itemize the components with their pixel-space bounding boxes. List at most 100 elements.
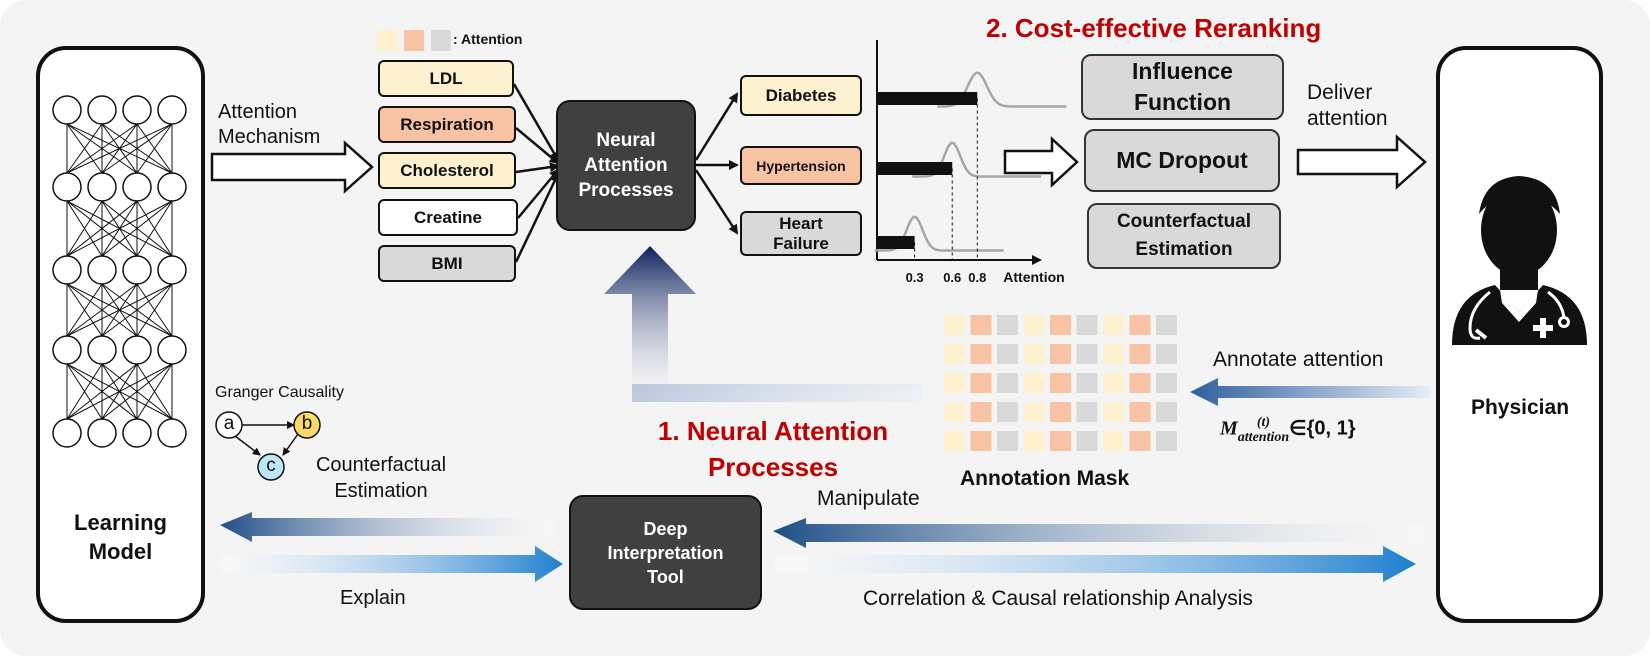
nn-node xyxy=(122,418,152,448)
edge-nap-heart-failure xyxy=(694,169,739,235)
nn-edge xyxy=(136,363,173,420)
chart-bar-2 xyxy=(877,236,915,249)
nn-edge xyxy=(66,200,103,257)
formula-sub: attention xyxy=(1237,430,1290,445)
mask-cell xyxy=(944,402,965,422)
nn-node xyxy=(157,95,187,125)
mask-cell xyxy=(1050,344,1071,364)
nn-node xyxy=(52,172,82,202)
nn-edge xyxy=(136,283,173,337)
mask-cell xyxy=(1156,431,1177,451)
mask-cell xyxy=(1076,402,1098,422)
nn-node xyxy=(52,95,82,125)
mask-cell xyxy=(1076,344,1098,364)
deliver-attention-label: Deliver attention xyxy=(1307,81,1388,130)
edge-bmi-nap xyxy=(514,172,560,263)
mask-cell xyxy=(1156,315,1177,335)
feature-box-ldl: LDL xyxy=(378,60,514,97)
granger-title: Granger Causality xyxy=(215,384,344,401)
edge-ldl-nap xyxy=(512,83,560,162)
dit-box: Deep Interpretation Tool xyxy=(569,495,762,610)
manipulate-arrow xyxy=(773,518,1425,548)
reranking-title: 2. Cost-effective Reranking xyxy=(986,13,1322,43)
nn-edge xyxy=(101,363,173,420)
mask-cell xyxy=(1103,431,1124,451)
granger-label-b: b xyxy=(301,413,313,434)
edge-a-c xyxy=(234,435,261,456)
mask-cell xyxy=(997,373,1018,393)
feature-box-bmi: BMI xyxy=(378,245,516,282)
nn-edge xyxy=(66,123,103,174)
nn-edge xyxy=(136,123,173,174)
nn-edge xyxy=(66,200,138,257)
chart-tick-label-0: 0.3 xyxy=(906,270,924,285)
mask-cell xyxy=(944,373,965,393)
nn-edge xyxy=(66,200,173,257)
mask-cell xyxy=(1129,402,1151,422)
nn-node xyxy=(122,255,152,285)
analysis-label: Correlation & Causal relationship Analys… xyxy=(863,587,1253,610)
legend-swatch-1 xyxy=(404,30,424,51)
nn-node xyxy=(157,335,187,365)
chart-tick-label-2: 0.8 xyxy=(968,270,986,285)
annotation-mask-grid xyxy=(944,315,1177,451)
doctor-icon xyxy=(1452,176,1587,345)
mask-cell xyxy=(1050,431,1071,451)
counterfactual-label: Counterfactual Estimation xyxy=(315,454,447,502)
edge-respiration-nap xyxy=(515,127,560,165)
mask-cell xyxy=(1129,315,1151,335)
attention-formula: M(t)attention∈{0, 1} xyxy=(1220,415,1356,445)
feature-box-cholesterol: Cholesterol xyxy=(378,152,516,189)
legend-label: : Attention xyxy=(453,31,523,47)
nn-node xyxy=(157,255,187,285)
mask-cell xyxy=(1023,431,1045,451)
mask-cell xyxy=(1156,402,1177,422)
nn-node xyxy=(87,95,117,125)
learning-model-feedback-arrow xyxy=(220,512,555,542)
edge-nap-diabetes xyxy=(694,92,739,161)
formula-tail: ∈{0, 1} xyxy=(1289,417,1356,440)
chart-bar-0 xyxy=(877,92,978,105)
nn-node xyxy=(52,418,82,448)
attention-mechanism-arrow xyxy=(210,140,374,194)
mask-cell xyxy=(1023,402,1045,422)
annotation-mask-label: Annotation Mask xyxy=(960,467,1130,490)
mask-cell xyxy=(1103,315,1124,335)
nn-edge xyxy=(66,283,173,337)
granger-node-a xyxy=(215,411,243,439)
formula-main: M xyxy=(1220,417,1238,440)
feature-box-respiration: Respiration xyxy=(378,106,516,143)
feature-box-creatine: Creatine xyxy=(378,199,518,236)
mask-cell xyxy=(997,315,1018,335)
nn-edge xyxy=(101,283,173,337)
edge-creatine-nap xyxy=(517,168,560,219)
nap-box: Neural Attention Processes xyxy=(556,100,696,231)
nn-node xyxy=(122,335,152,365)
nn-node xyxy=(122,172,152,202)
mask-cell xyxy=(944,431,965,451)
mask-cell xyxy=(970,402,992,422)
mask-cell xyxy=(1103,373,1124,393)
outcome-box-hypertension: Hypertension xyxy=(740,146,862,185)
granger-node-c xyxy=(257,453,285,481)
mask-cell xyxy=(1023,344,1045,364)
nn-node xyxy=(52,255,82,285)
mask-cell xyxy=(1023,373,1045,393)
mask-cell xyxy=(1103,344,1124,364)
granger-label-c: c xyxy=(266,455,276,476)
annotate-attention-label: Annotate attention xyxy=(1213,348,1384,371)
chart-bar-1 xyxy=(877,162,953,175)
nn-node xyxy=(87,172,117,202)
edge-b-c xyxy=(282,433,299,456)
explain-arrow xyxy=(220,546,563,582)
mask-cell xyxy=(1129,344,1151,364)
nn-edge xyxy=(66,123,173,174)
mask-cell xyxy=(1076,431,1098,451)
nap-title: 1. Neural Attention Processes xyxy=(657,416,889,482)
mask-cell xyxy=(1156,344,1177,364)
legend-swatch-2 xyxy=(431,30,451,51)
mask-cell xyxy=(970,315,992,335)
